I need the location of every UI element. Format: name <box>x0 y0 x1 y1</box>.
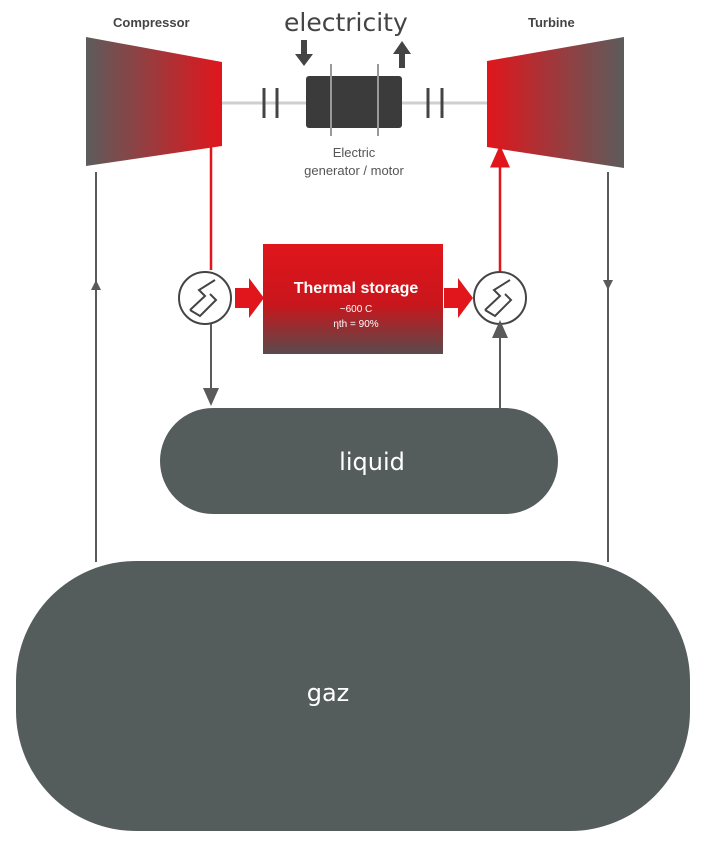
thermal-storage <box>263 244 443 354</box>
generator-motor <box>306 64 402 136</box>
turbine-label: Turbine <box>528 15 575 30</box>
electricity-out-arrow <box>393 41 411 68</box>
gas-tank <box>16 561 690 831</box>
right-coupling <box>426 88 444 118</box>
storage-title: Thermal storage <box>294 280 419 297</box>
storage-efficiency: ηth = 90% <box>333 319 378 330</box>
liquid-label: liquid <box>339 448 405 476</box>
electricity-label: electricity <box>284 8 408 37</box>
liquid-tank <box>160 408 558 514</box>
right-heat-exchanger <box>473 271 527 325</box>
storage-in-arrow <box>235 278 264 318</box>
gas-label: gaz <box>307 679 350 707</box>
generator-label-line1: Electric <box>333 145 376 160</box>
compressor-shape <box>86 37 222 166</box>
compressor-label: Compressor <box>113 15 190 30</box>
left-heat-exchanger <box>178 271 232 325</box>
gas-to-compressor-arrow <box>91 280 101 290</box>
turbine-shape <box>487 37 624 168</box>
generator-label-line2: generator / motor <box>304 163 404 178</box>
electricity-in-arrow <box>295 40 313 66</box>
turbine-to-gas-arrow <box>603 280 613 290</box>
storage-temp: ~600 C <box>340 304 373 315</box>
storage-out-arrow <box>444 278 473 318</box>
left-coupling <box>262 88 279 118</box>
